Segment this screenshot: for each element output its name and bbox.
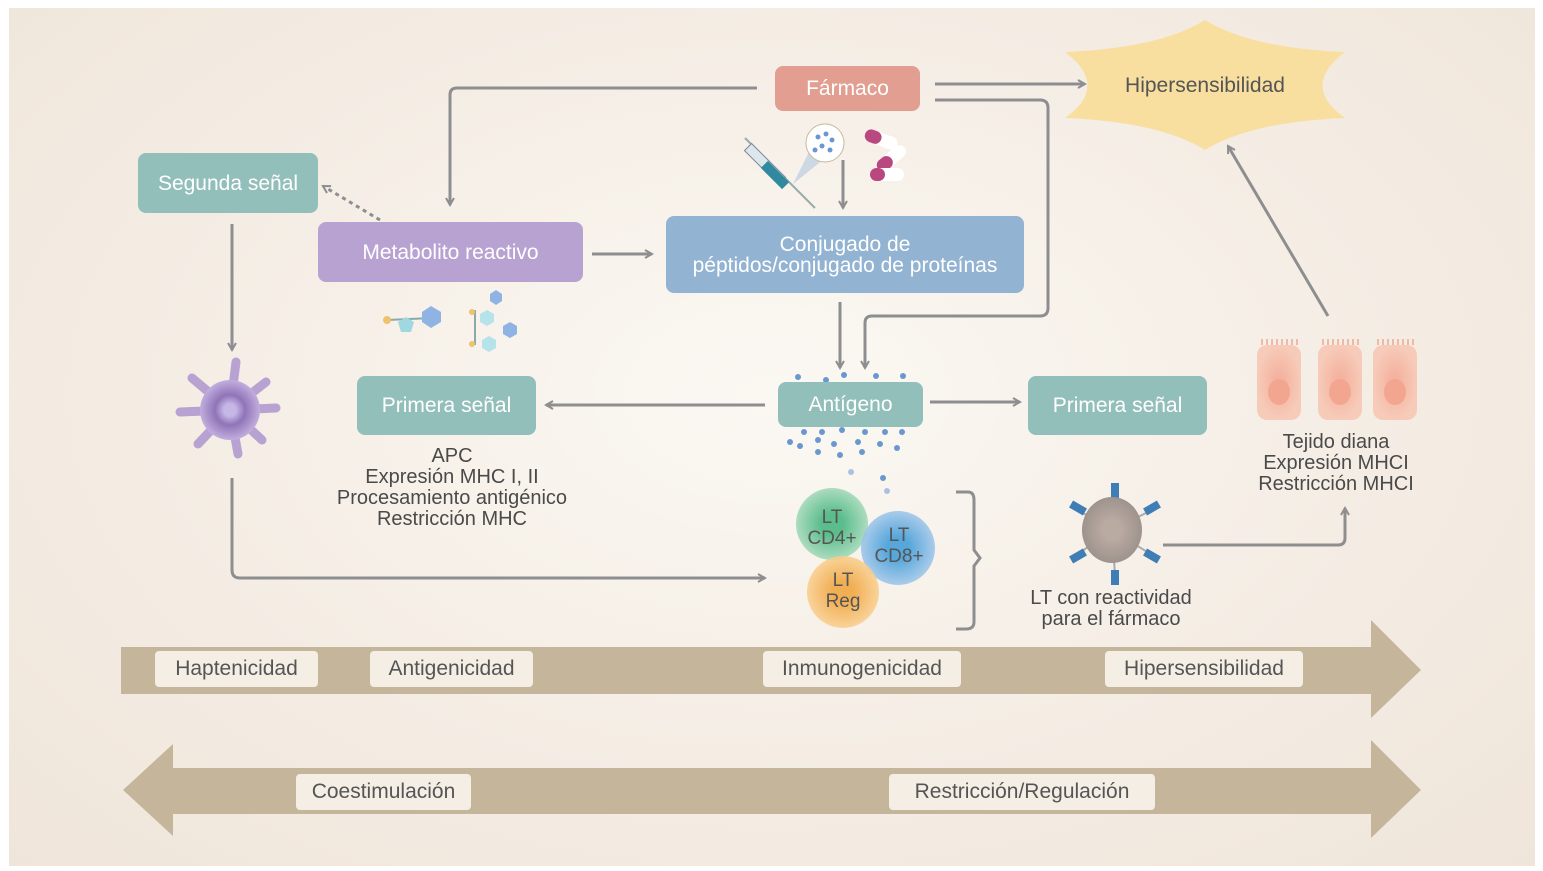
segunda-senal-node: Segunda señal <box>138 153 318 213</box>
antigen-particles <box>787 372 906 494</box>
pills-icon <box>864 129 906 181</box>
apc-processing: Procesamiento antigénico <box>336 487 568 509</box>
lt-cd4-line-2: CD4+ <box>807 528 857 549</box>
lt-reg-line-2: Reg <box>825 591 861 612</box>
primera-senal-left-node: Primera señal <box>357 376 536 435</box>
lt-cd8-line-1: LT <box>888 525 910 546</box>
conjugado-node: Conjugado de péptidos/conjugado de prote… <box>666 216 1024 293</box>
tejido-restriction: Restricción MHCI <box>1258 473 1414 495</box>
lt-cd4-line-1: LT <box>821 507 843 528</box>
lt-cd8-line-2: CD8+ <box>874 546 924 567</box>
band-arrow-bottom <box>123 740 1421 838</box>
metabolito-reactivo-node: Metabolito reactivo <box>318 222 583 282</box>
lt-reactivo-line-2: para el fármaco <box>1041 608 1181 630</box>
hipersensibilidad-burst <box>1065 20 1345 150</box>
lt-cd4-cell <box>796 488 868 560</box>
apc-dendritic-cell-icon <box>175 357 281 459</box>
chip-coestimulacion: Coestimulación <box>296 774 471 810</box>
lt-reactivo-description: LT con reactividad para el fármaco <box>1006 588 1216 630</box>
target-tissue-icon <box>1257 339 1417 420</box>
tejido-expression: Expresión MHCI <box>1263 452 1409 474</box>
lt-reg-line-1: LT <box>832 570 854 591</box>
chip-inmunogenicidad: Inmunogenicidad <box>763 651 961 687</box>
reactive-t-cell-icon <box>1069 483 1161 585</box>
chip-restriccion-regulacion: Restricción/Regulación <box>889 774 1155 810</box>
connector-arrows <box>232 84 1345 631</box>
lt-reg-cell <box>807 556 879 628</box>
conjugado-line-1: Conjugado de <box>779 232 911 256</box>
hipersensibilidad-node: Hipersensibilidad <box>1125 74 1285 97</box>
apc-label: APC <box>431 445 473 467</box>
antigeno-node: Antígeno <box>778 382 923 427</box>
lt-reactivo-line-1: LT con reactividad <box>1030 587 1192 609</box>
chip-hipersensibilidad: Hipersensibilidad <box>1105 651 1303 687</box>
apc-mhc-expression: Expresión MHC I, II <box>365 466 539 488</box>
tejido-label: Tejido diana <box>1282 431 1390 453</box>
molecule-icon <box>383 290 517 352</box>
conjugado-line-2: péptidos/conjugado de proteínas <box>692 253 998 277</box>
chip-antigenicidad: Antigenicidad <box>370 651 533 687</box>
primera-senal-right-node: Primera señal <box>1028 376 1207 435</box>
tejido-description: Tejido diana Expresión MHCI Restricción … <box>1236 432 1436 495</box>
apc-description: APC Expresión MHC I, II Procesamiento an… <box>300 446 604 530</box>
apc-restriction: Restricción MHC <box>376 508 528 530</box>
lt-cd8-cell <box>861 511 935 585</box>
chip-haptenicidad: Haptenicidad <box>155 651 318 687</box>
farmaco-node: Fármaco <box>775 66 920 111</box>
syringe-icon <box>743 123 845 209</box>
